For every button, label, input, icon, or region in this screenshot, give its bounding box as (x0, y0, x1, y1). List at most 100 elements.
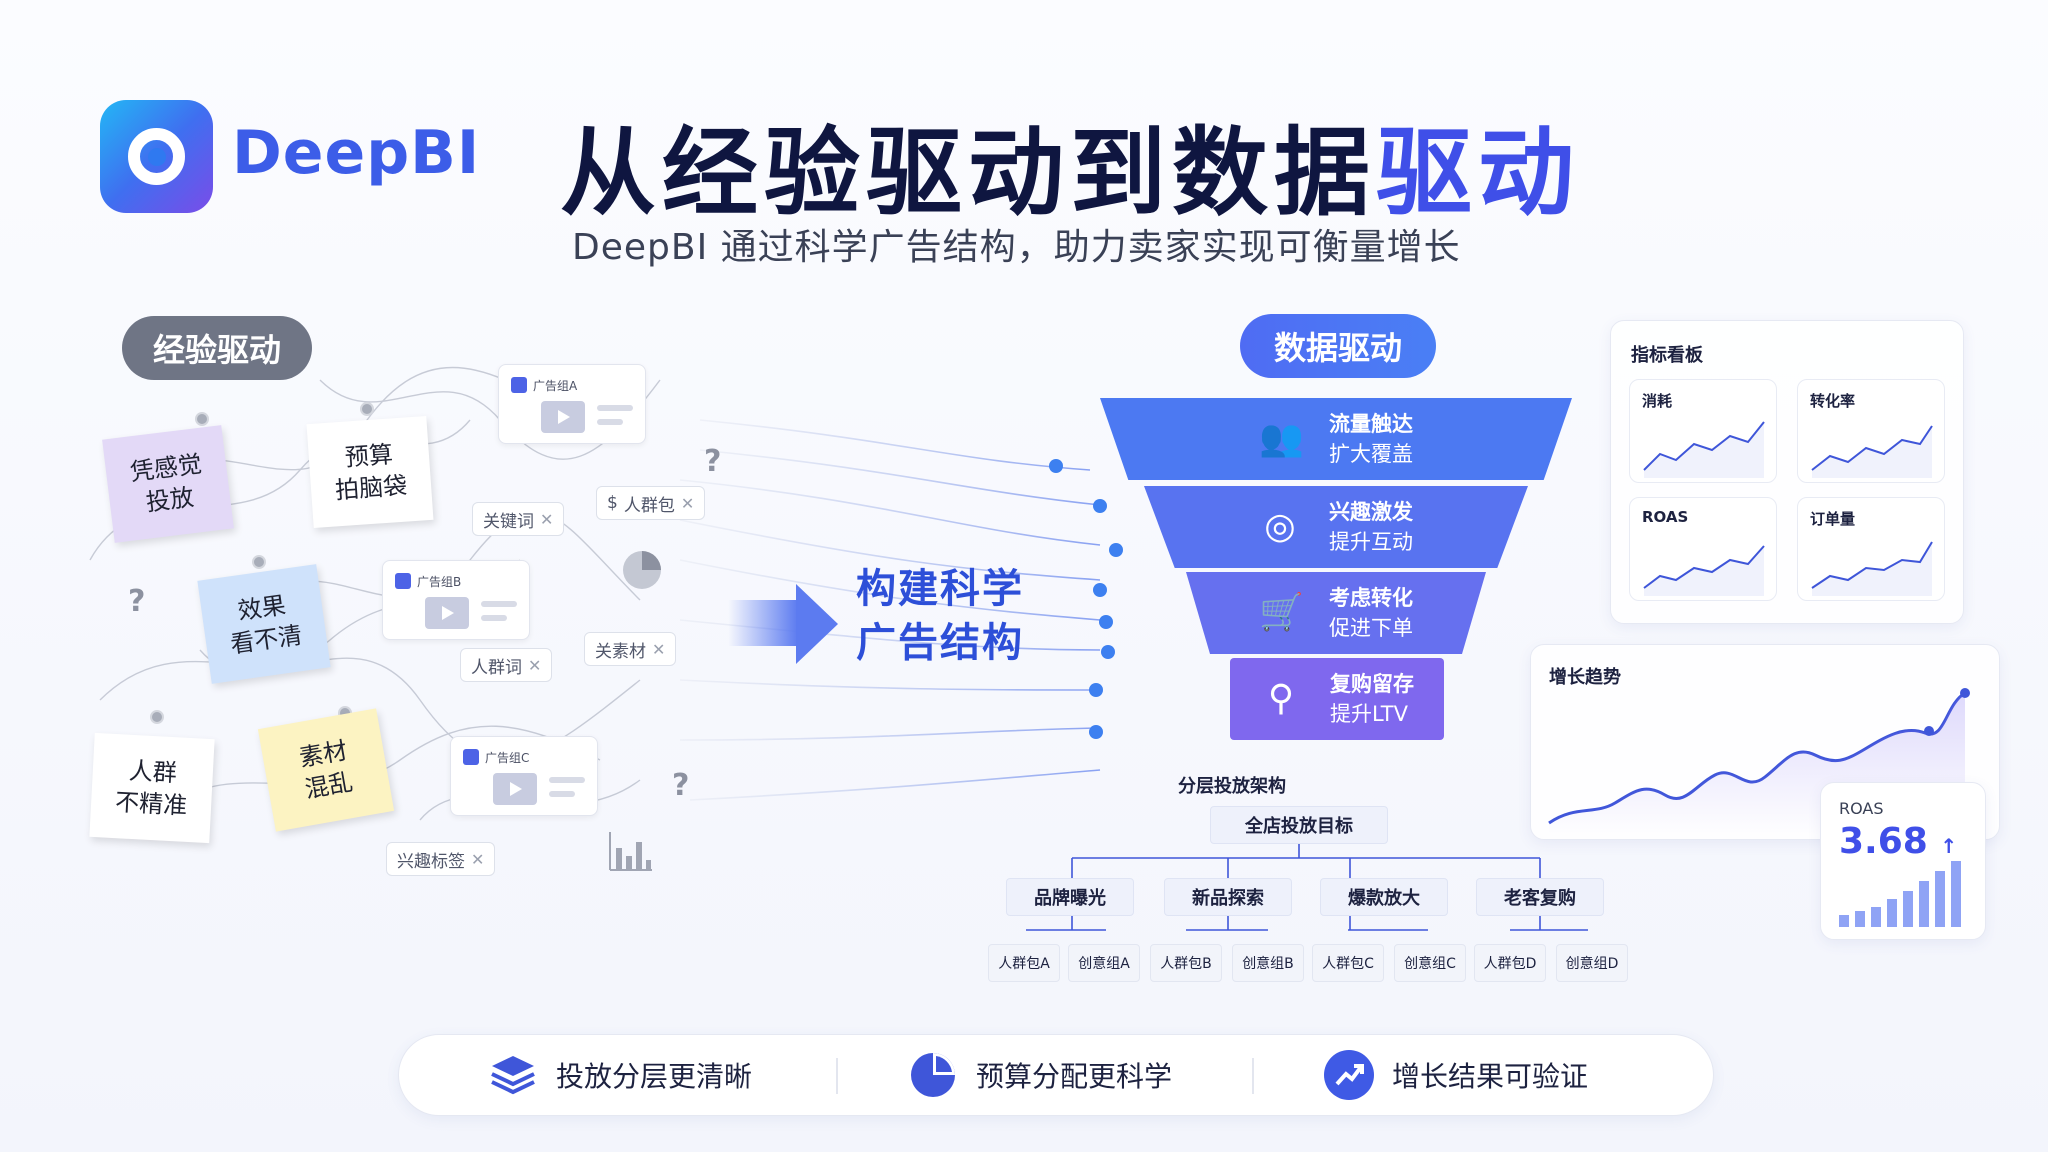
tree-branch-1: 品牌曝光 (1006, 878, 1134, 916)
sticky-note-2: 预算拍脑袋 (306, 415, 434, 529)
close-icon: ✕ (680, 493, 695, 513)
kpi-card-orders: 订单量 (1797, 497, 1945, 601)
roas-value: 3.68 ↑ (1839, 821, 1957, 862)
tag-label: 关素材 (595, 641, 646, 662)
stage-subtitle: 提升互动 (1329, 530, 1413, 554)
sticky-note-4: 人群不精准 (89, 732, 215, 844)
center-line-1: 构建科学 (856, 566, 1024, 612)
placeholder-line (597, 419, 623, 425)
funnel-stage-3: 🛒 考虑转化促进下单 (1186, 572, 1486, 654)
play-icon (395, 573, 411, 589)
users-icon: 👥 (1259, 418, 1304, 459)
ad-group-label: 广告组B (417, 575, 462, 589)
mini-trend-chart (1643, 545, 1765, 596)
data-driven-label: 数据驱动 (1240, 314, 1436, 378)
kpi-card-roas: ROAS (1629, 497, 1777, 601)
feature-label: 增长结果可验证 (1392, 1060, 1589, 1093)
center-statement: 构建科学 广告结构 (856, 562, 1024, 670)
funnel-stage-2: ◎ 兴趣激发提升互动 (1144, 486, 1528, 568)
tree-root-node: 全店投放目标 (1210, 806, 1388, 844)
kpi-card-spend: 消耗 (1629, 379, 1777, 483)
sticky-note-text: 凭感觉投放 (128, 449, 204, 517)
roas-number: 3.68 (1839, 821, 1928, 862)
funnel-stage-4: ⚲ 复购留存提升LTV (1230, 658, 1444, 740)
question-mark-icon: ? (704, 444, 722, 479)
kpi-card-conversion: 转化率 (1797, 379, 1945, 483)
arrow-up-icon: ↑ (1940, 834, 1958, 858)
feature-layering: 投放分层更清晰 (488, 1050, 752, 1100)
page-subtitle: DeepBI 通过科学广告结构，助力卖家实现可衡量增长 (572, 227, 1461, 268)
dollar-icon: $ (607, 493, 618, 513)
flow-endpoints (1049, 459, 1123, 739)
tag-audience-word: 人群词✕ (460, 648, 553, 682)
feature-growth: 增长结果可验证 (1324, 1050, 1588, 1100)
cart-icon: 🛒 (1259, 592, 1304, 633)
close-icon: ✕ (652, 639, 666, 659)
layers-icon (491, 1056, 535, 1095)
question-mark-icon: ? (672, 768, 690, 803)
video-thumbnail (425, 597, 469, 629)
tree-branch-3: 爆款放大 (1320, 878, 1448, 916)
divider (1252, 1058, 1254, 1094)
roas-label: ROAS (1839, 799, 1884, 818)
tree-leaf: 创意组A (1068, 944, 1140, 982)
funnel-stage-1: 👥 流量触达扩大覆盖 (1100, 398, 1572, 480)
sticky-note-5: 素材混乱 (257, 708, 395, 832)
stage-subtitle: 扩大覆盖 (1329, 442, 1413, 466)
roas-bar-icon (1839, 861, 1961, 927)
tree-leaf: 创意组C (1394, 944, 1466, 982)
brand-name: DeepBI (232, 118, 481, 188)
center-line-2: 广告结构 (856, 620, 1024, 666)
ad-group-card-c: 广告组C (450, 736, 598, 816)
stage-title: 复购留存 (1330, 672, 1414, 696)
placeholder-line (549, 791, 575, 797)
feature-budget: 预算分配更科学 (908, 1050, 1172, 1100)
ad-group-label: 广告组A (533, 379, 578, 393)
feature-bar (398, 1034, 1714, 1116)
title-part-1: 从经验驱动到数据 (560, 117, 1376, 229)
tree-branch-2: 新品探索 (1164, 878, 1292, 916)
mini-trend-chart (1643, 421, 1765, 478)
pie-chart-icon (623, 551, 661, 589)
tree-leaf: 创意组D (1556, 944, 1628, 982)
ad-group-card-b: 广告组B (382, 560, 530, 640)
bar-chart-icon (609, 832, 652, 871)
stage-title: 流量触达 (1329, 412, 1413, 436)
tag-interest: 兴趣标签✕ (386, 842, 496, 876)
tree-leaf: 创意组B (1232, 944, 1304, 982)
pin-icon (252, 555, 266, 569)
tag-material: 关素材 ✕ (584, 632, 677, 666)
ad-group-card-a: 广告组A (498, 364, 646, 444)
stage-subtitle: 促进下单 (1329, 616, 1413, 640)
tree-connectors (1026, 844, 1588, 931)
tree-leaf: 人群包B (1150, 944, 1222, 982)
sticky-note-text: 素材混乱 (297, 736, 355, 804)
arrow-right-icon (796, 584, 838, 664)
play-icon (463, 749, 479, 765)
video-thumbnail (541, 401, 585, 433)
placeholder-line (597, 405, 633, 411)
tag-label: 人群词 (471, 657, 522, 678)
stage-title: 兴趣激发 (1329, 500, 1413, 524)
kpi-label: 消耗 (1642, 392, 1673, 410)
tree-branch-4: 老客复购 (1476, 878, 1604, 916)
divider (836, 1058, 838, 1094)
tree-leaf: 人群包A (988, 944, 1060, 982)
question-mark-icon: ? (128, 584, 146, 619)
sticky-note-text: 预算拍脑袋 (334, 440, 409, 505)
sticky-note-1: 凭感觉投放 (102, 425, 234, 543)
roas-card: ROAS 3.68 ↑ (1820, 782, 1986, 940)
tree-leaf: 人群包D (1474, 944, 1546, 982)
dashboard-title: 指标看板 (1631, 345, 1703, 366)
sticky-note-text: 人群不精准 (114, 756, 188, 820)
placeholder-line (481, 615, 507, 621)
trend-up-icon (1324, 1050, 1374, 1100)
placeholder-line (481, 601, 517, 607)
ad-group-label: 广告组C (485, 751, 530, 765)
title-part-2: 驱动 (1376, 117, 1580, 229)
logo-dot (148, 148, 166, 166)
sticky-note-text: 效果看不清 (228, 590, 304, 659)
placeholder-line (549, 777, 585, 783)
video-thumbnail (493, 773, 537, 805)
sticky-note-3: 效果看不清 (197, 564, 331, 684)
